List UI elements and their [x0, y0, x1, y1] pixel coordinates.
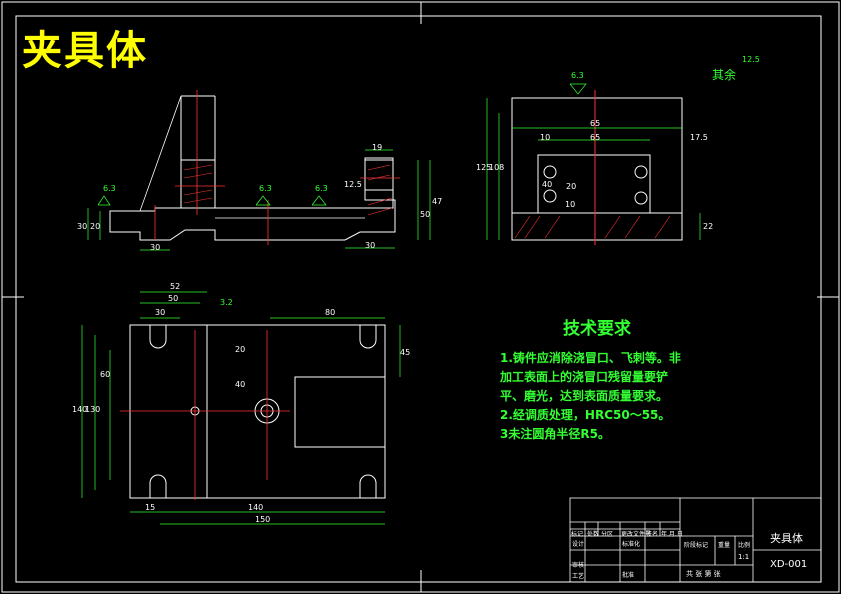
tech-requirement-line: 1.铸件应消除浇冒口、飞刺等。非: [500, 351, 681, 365]
title-block-header-cell: 更改文件号: [621, 531, 652, 538]
title-block-header-cell: 处数: [587, 531, 600, 538]
title-block-row-label: 设计: [572, 541, 585, 548]
title-block-row-label: 审核: [572, 562, 585, 569]
title-block-scale: 1:1: [738, 553, 750, 561]
roughness-mark: 6.3: [259, 184, 272, 193]
dim-label: 47: [432, 197, 443, 206]
dim-label: 140: [248, 503, 264, 512]
dim-label: 140: [72, 405, 88, 414]
title-block-std-label: 标准化: [622, 541, 641, 548]
dim-label: 40: [235, 380, 246, 389]
dim-label: 12.5: [344, 180, 362, 189]
roughness-mark: 6.3: [315, 184, 328, 193]
dim-label: 65: [590, 119, 601, 128]
title-block: [569, 497, 822, 583]
tech-requirements-heading: 技术要求: [563, 319, 631, 339]
side-view: [511, 90, 683, 245]
front-view-centerlines: [154, 90, 400, 245]
title-block-header-cell: 分区: [601, 531, 614, 538]
dim-label: 20: [235, 345, 246, 354]
roughness-mark: 6.3: [103, 184, 116, 193]
inner-frame: [15, 15, 822, 583]
roughness-mark: 6.3: [571, 71, 584, 80]
side-view-dim-lines: [486, 83, 701, 240]
front-view: [109, 95, 396, 241]
title-block-row-label: 工艺: [572, 573, 585, 580]
dim-label: 50: [420, 210, 431, 219]
drawing-title: 夹具体: [22, 27, 148, 74]
dim-label: 17.5: [690, 133, 708, 142]
side-view-hatch: [514, 215, 671, 239]
dim-label: 10: [565, 200, 576, 209]
dim-label: 19: [372, 143, 383, 152]
surface-finish-note-label: 其余: [712, 68, 737, 82]
front-view-hatch: [183, 164, 393, 216]
title-block-header-cell: 标记: [571, 531, 584, 538]
tech-requirement-line: 平、磨光，达到表面质量要求。: [500, 389, 669, 403]
dim-label: 30: [77, 222, 88, 231]
dim-label: 125: [476, 163, 492, 172]
top-view-dim-lines: [81, 291, 401, 525]
dim-label: 15: [145, 503, 156, 512]
dim-label: 52: [170, 282, 181, 291]
title-block-drawing-number: XD-001: [770, 559, 808, 570]
tech-requirement-line: 2.经调质处理，HRC50～55。: [500, 408, 671, 422]
top-view: [129, 324, 386, 499]
dim-label: 22: [703, 222, 714, 231]
title-block-stage-label: 比例: [738, 542, 751, 549]
dim-label: 30: [150, 243, 161, 252]
roughness-mark: 3.2: [220, 298, 233, 307]
title-block-sheet-text: 共 张 第 张: [686, 570, 721, 578]
title-block-header-cell: 签名: [646, 531, 659, 538]
dim-label: 108: [489, 163, 505, 172]
front-view-dim-lines: [87, 149, 431, 251]
tech-requirement-line: 3未注圆角半径R5。: [500, 427, 610, 441]
dim-label: 65: [590, 133, 601, 142]
surface-finish-note-value: 12.5: [742, 55, 760, 64]
dim-label: 130: [85, 405, 101, 414]
dim-label: 45: [400, 348, 411, 357]
dim-label: 50: [168, 294, 179, 303]
dim-label: 20: [90, 222, 101, 231]
dim-label: 40: [542, 180, 553, 189]
title-block-approve-label: 批准: [622, 572, 635, 579]
dim-label: 150: [255, 515, 271, 524]
title-block-part-name: 夹具体: [770, 532, 803, 545]
top-view-centerlines: [120, 330, 290, 500]
dim-label: 30: [155, 308, 166, 317]
dim-label: 30: [365, 241, 376, 250]
dim-label: 60: [100, 370, 111, 379]
title-block-stage-label: 阶段标记: [684, 542, 709, 549]
dim-label: 10: [540, 133, 551, 142]
tech-requirement-line: 加工表面上的浇冒口残留量要铲: [500, 370, 669, 384]
title-block-stage-label: 重量: [718, 542, 731, 549]
title-block-header-cell: 年.月.日: [661, 531, 683, 538]
dim-label: 20: [566, 182, 577, 191]
dim-label: 80: [325, 308, 336, 317]
